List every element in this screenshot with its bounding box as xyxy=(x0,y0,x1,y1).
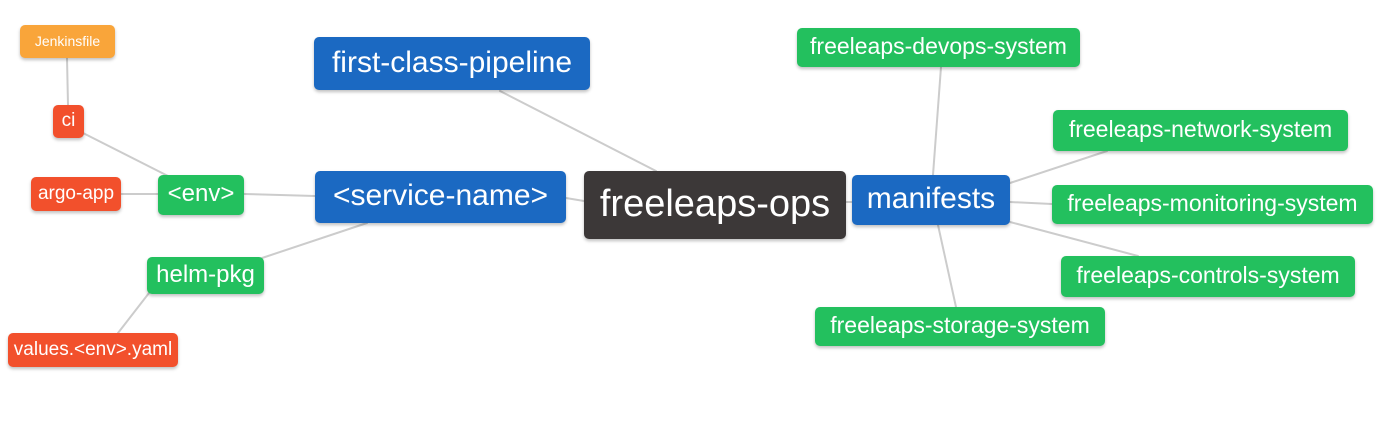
node-service-name[interactable]: <service-name> xyxy=(315,171,566,223)
node-freeleaps-storage-system[interactable]: freeleaps-storage-system xyxy=(815,307,1105,346)
edge-manifests-to-freeleaps-devops-system xyxy=(932,66,942,176)
edge-env-to-service-name xyxy=(243,193,316,197)
node-freeleaps-devops-system[interactable]: freeleaps-devops-system xyxy=(797,28,1080,67)
node-argo-app[interactable]: argo-app xyxy=(31,177,121,211)
edge-first-class-pipeline-to-freeleaps-ops xyxy=(499,90,657,172)
edge-manifests-to-freeleaps-network-system xyxy=(1009,150,1108,184)
node-freeleaps-monitoring-system[interactable]: freeleaps-monitoring-system xyxy=(1052,185,1373,224)
node-env[interactable]: <env> xyxy=(158,175,244,215)
node-helm-pkg[interactable]: helm-pkg xyxy=(147,257,264,294)
edge-ci-to-env xyxy=(82,132,169,177)
edge-service-name-to-freeleaps-ops xyxy=(565,197,585,202)
edge-jenkinsfile-to-ci xyxy=(66,57,69,106)
edge-manifests-to-freeleaps-controls-system xyxy=(1009,221,1139,257)
node-freeleaps-controls-system[interactable]: freeleaps-controls-system xyxy=(1061,256,1355,297)
edge-manifests-to-freeleaps-storage-system xyxy=(937,224,957,308)
edge-manifests-to-freeleaps-monitoring-system xyxy=(1009,201,1053,205)
node-manifests[interactable]: manifests xyxy=(852,175,1010,225)
edge-values-env-yaml-to-helm-pkg xyxy=(117,292,150,334)
node-freeleaps-network-system[interactable]: freeleaps-network-system xyxy=(1053,110,1348,151)
node-values-env-yaml[interactable]: values.<env>.yaml xyxy=(8,333,178,367)
node-first-class-pipeline[interactable]: first-class-pipeline xyxy=(314,37,590,90)
node-freeleaps-ops[interactable]: freeleaps-ops xyxy=(584,171,846,239)
node-jenkinsfile[interactable]: Jenkinsfile xyxy=(20,25,115,58)
node-ci[interactable]: ci xyxy=(53,105,84,138)
edge-helm-pkg-to-service-name xyxy=(261,222,368,259)
